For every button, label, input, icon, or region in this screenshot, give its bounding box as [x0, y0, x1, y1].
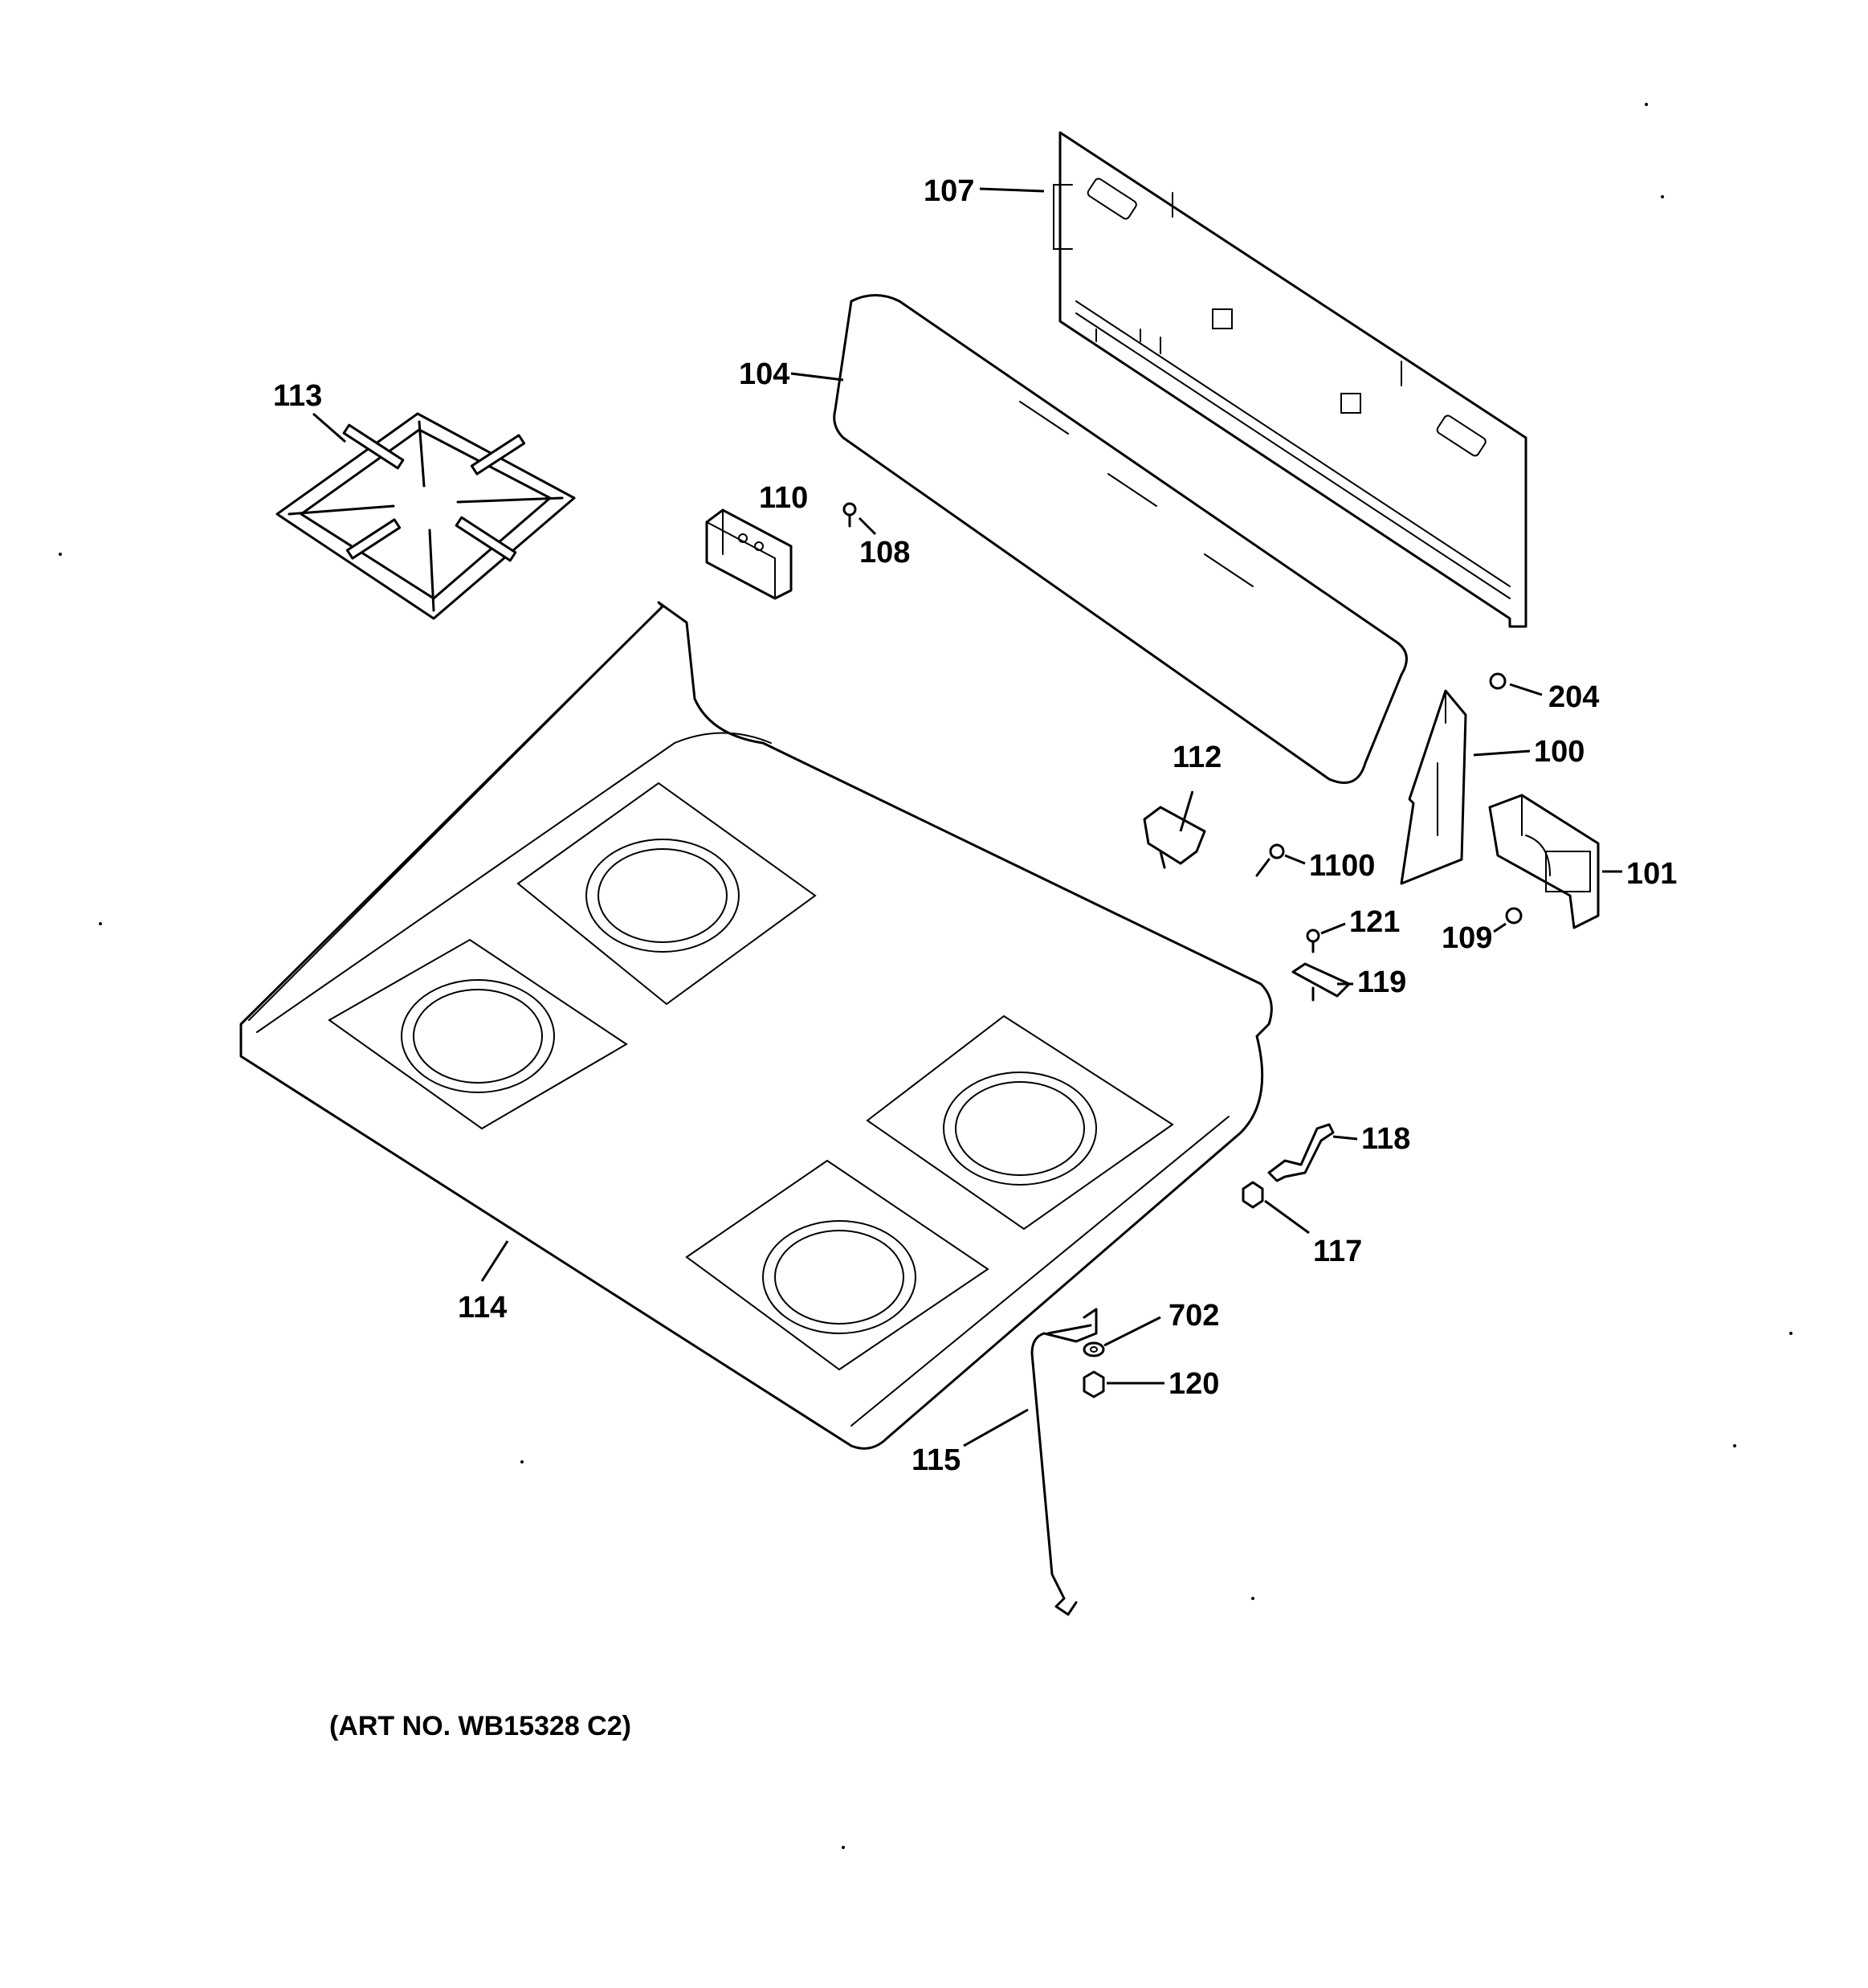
- part-114-cooktop[interactable]: [239, 601, 1273, 1450]
- callout-112: 112: [1173, 741, 1222, 774]
- leader-121: [1320, 922, 1346, 935]
- burner-well-rear-right: [866, 1014, 1174, 1231]
- callout-104: 104: [739, 357, 789, 391]
- burner-well-front-right: [685, 1159, 989, 1371]
- part-118-bracket[interactable]: [1267, 1123, 1335, 1182]
- part-119-bracket[interactable]: [1291, 962, 1351, 1002]
- callout-108: 108: [859, 536, 910, 569]
- callout-117: 117: [1313, 1235, 1362, 1268]
- callout-702: 702: [1169, 1299, 1219, 1333]
- part-204-screw[interactable]: [1489, 672, 1507, 690]
- callout-118: 118: [1361, 1122, 1410, 1156]
- leader-115: [963, 1408, 1029, 1447]
- leader-104: [790, 372, 844, 382]
- callout-100: 100: [1534, 735, 1585, 769]
- leader-702: [1103, 1316, 1161, 1347]
- part-110-terminal-block[interactable]: [705, 508, 793, 600]
- callout-121: 121: [1349, 905, 1400, 939]
- callout-120: 120: [1169, 1367, 1219, 1401]
- callout-110: 110: [759, 481, 808, 515]
- leader-100: [1473, 749, 1531, 757]
- callout-115: 115: [912, 1443, 961, 1477]
- callout-113: 113: [273, 379, 322, 413]
- leader-117: [1264, 1199, 1310, 1235]
- leader-109: [1493, 922, 1507, 933]
- burner-well-front-left: [328, 938, 628, 1130]
- art-number: (ART NO. WB15328 C2): [329, 1711, 631, 1741]
- callout-107: 107: [924, 174, 974, 208]
- callout-109: 109: [1442, 921, 1492, 955]
- leader-113: [312, 412, 346, 443]
- part-1100-screw[interactable]: [1255, 843, 1285, 877]
- burner-well-rear-left: [516, 782, 817, 1006]
- part-112-bracket[interactable]: [1143, 806, 1206, 869]
- callout-114: 114: [458, 1291, 507, 1325]
- leader-204: [1509, 683, 1543, 696]
- leader-118: [1332, 1135, 1358, 1141]
- callout-204: 204: [1548, 680, 1599, 714]
- part-115-support-rod[interactable]: [1030, 1308, 1098, 1616]
- scan-specks: [59, 103, 1793, 1849]
- part-108-screw[interactable]: [842, 502, 857, 528]
- leader-114: [480, 1240, 509, 1282]
- leader-108: [858, 516, 877, 536]
- part-104-manifold-panel[interactable]: [833, 294, 1408, 784]
- callout-101: 101: [1626, 857, 1677, 891]
- part-120-nut[interactable]: [1083, 1370, 1105, 1398]
- part-117-nut[interactable]: [1242, 1181, 1264, 1209]
- part-100-end-cap[interactable]: [1400, 689, 1467, 885]
- part-107-rear-panel[interactable]: [1053, 131, 1527, 628]
- part-101-cover[interactable]: [1488, 794, 1600, 929]
- callout-1100: 1100: [1309, 849, 1375, 883]
- leader-107: [979, 187, 1045, 193]
- leader-1100: [1284, 854, 1306, 865]
- leader-112: [1179, 790, 1194, 832]
- part-121-screw[interactable]: [1306, 929, 1320, 953]
- part-113-burner-grate[interactable]: [275, 412, 576, 620]
- part-702-washer[interactable]: [1083, 1341, 1105, 1357]
- part-109-screw[interactable]: [1505, 907, 1523, 925]
- callout-119: 119: [1357, 965, 1406, 999]
